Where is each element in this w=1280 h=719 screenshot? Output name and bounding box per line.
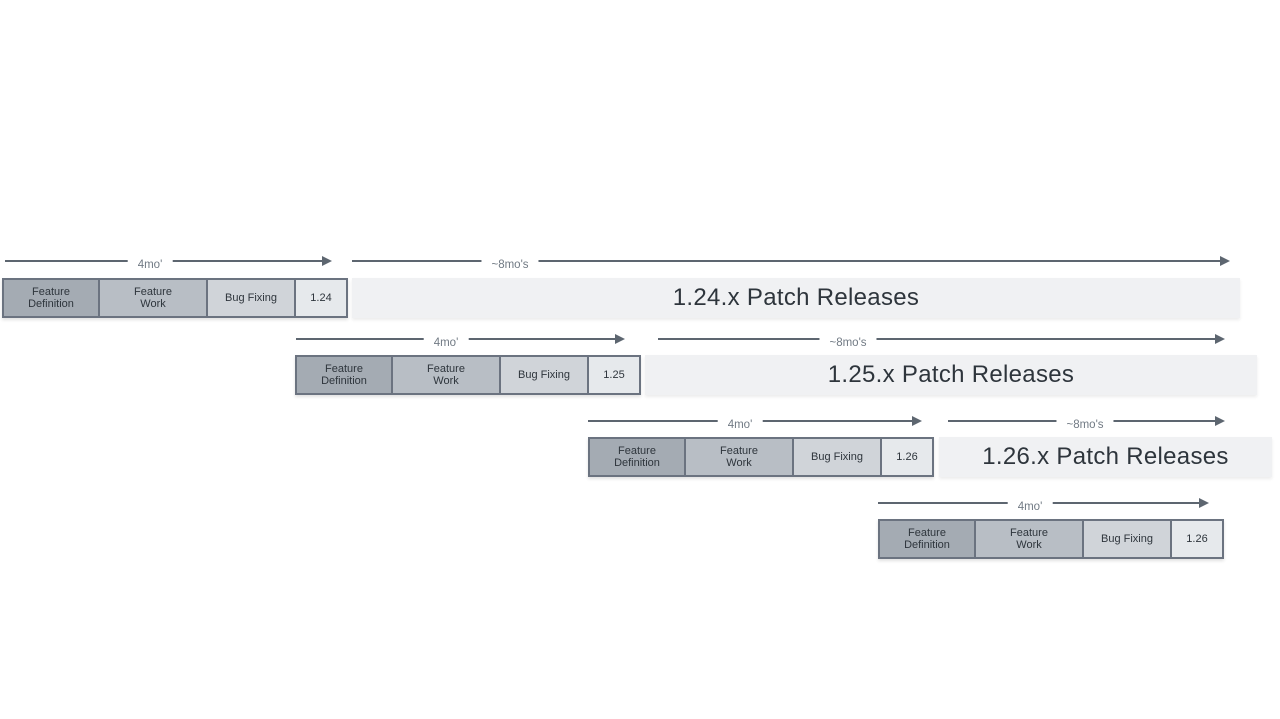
segment-label: Feature Definition xyxy=(28,285,74,311)
feature-definition-segment: Feature Definition xyxy=(878,519,976,559)
version-box: 1.24 xyxy=(294,278,348,318)
segment-label: Bug Fixing xyxy=(225,291,277,304)
duration-label-8mo: ~8mo's xyxy=(819,336,877,350)
version-box: 1.25 xyxy=(587,355,641,395)
segment-label: Feature Work xyxy=(134,285,172,311)
arrowhead-icon xyxy=(1215,334,1225,344)
duration-arrow-4mo-cycle3: 4mo' xyxy=(588,416,922,432)
patch-releases-bar-1-26: 1.26.x Patch Releases xyxy=(939,437,1272,477)
duration-label-4mo: 4mo' xyxy=(717,418,763,432)
segment-label: Bug Fixing xyxy=(811,450,863,463)
duration-label-4mo: 4mo' xyxy=(127,258,173,272)
arrowhead-icon xyxy=(1199,498,1209,508)
feature-work-segment: Feature Work xyxy=(98,278,208,318)
feature-work-segment: Feature Work xyxy=(684,437,794,477)
bug-fixing-segment: Bug Fixing xyxy=(206,278,296,318)
version-box: 1.26 xyxy=(880,437,934,477)
duration-arrow-4mo-cycle1: 4mo' xyxy=(5,256,332,272)
arrowhead-icon xyxy=(615,334,625,344)
duration-arrow-8mo-cycle1: ~8mo's xyxy=(352,256,1230,272)
bug-fixing-segment: Bug Fixing xyxy=(792,437,882,477)
segment-label: Feature Work xyxy=(720,444,758,470)
version-box: 1.26 xyxy=(1170,519,1224,559)
release-cycle-bar-1-24: Feature Definition Feature Work Bug Fixi… xyxy=(2,278,348,318)
arrowhead-icon xyxy=(912,416,922,426)
duration-label-8mo: ~8mo's xyxy=(481,258,539,272)
feature-work-segment: Feature Work xyxy=(391,355,501,395)
feature-definition-segment: Feature Definition xyxy=(2,278,100,318)
release-cycle-bar-1-25: Feature Definition Feature Work Bug Fixi… xyxy=(295,355,641,395)
patch-releases-bar-1-25: 1.25.x Patch Releases xyxy=(645,355,1257,395)
duration-arrow-4mo-cycle4: 4mo' xyxy=(878,498,1209,514)
duration-arrow-8mo-cycle2: ~8mo's xyxy=(658,334,1225,350)
duration-label-8mo: ~8mo's xyxy=(1056,418,1114,432)
release-cycle-bar-1-26: Feature Definition Feature Work Bug Fixi… xyxy=(588,437,934,477)
segment-label: Bug Fixing xyxy=(1101,532,1153,545)
segment-label: Feature Definition xyxy=(321,362,367,388)
segment-label: Feature Work xyxy=(427,362,465,388)
feature-definition-segment: Feature Definition xyxy=(295,355,393,395)
arrowhead-icon xyxy=(322,256,332,266)
feature-work-segment: Feature Work xyxy=(974,519,1084,559)
release-cycle-bar-next: Feature Definition Feature Work Bug Fixi… xyxy=(878,519,1224,559)
bug-fixing-segment: Bug Fixing xyxy=(499,355,589,395)
arrowhead-icon xyxy=(1220,256,1230,266)
duration-label-4mo: 4mo' xyxy=(1007,500,1053,514)
arrowhead-icon xyxy=(1215,416,1225,426)
duration-label-4mo: 4mo' xyxy=(423,336,469,350)
segment-label: Feature Definition xyxy=(904,526,950,552)
duration-arrow-8mo-cycle3: ~8mo's xyxy=(948,416,1225,432)
bug-fixing-segment: Bug Fixing xyxy=(1082,519,1172,559)
segment-label: Feature Definition xyxy=(614,444,660,470)
feature-definition-segment: Feature Definition xyxy=(588,437,686,477)
patch-releases-bar-1-24: 1.24.x Patch Releases xyxy=(352,278,1240,318)
segment-label: Bug Fixing xyxy=(518,368,570,381)
duration-arrow-4mo-cycle2: 4mo' xyxy=(296,334,625,350)
segment-label: Feature Work xyxy=(1010,526,1048,552)
